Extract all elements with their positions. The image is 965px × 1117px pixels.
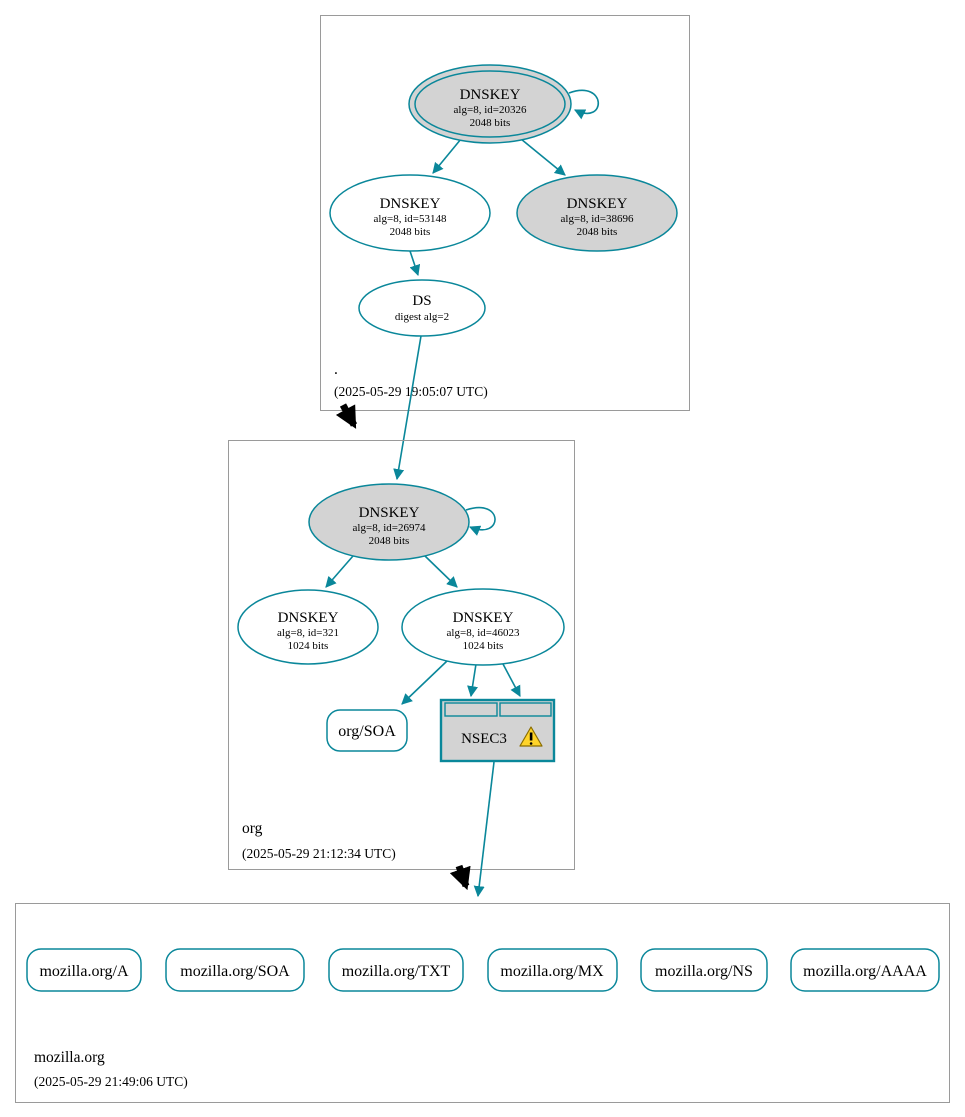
rrset-mozilla-ns: mozilla.org/NS — [640, 948, 768, 992]
rrset-mozilla-a-shape — [26, 948, 142, 992]
node-org-dnskey-46023-shape — [401, 588, 565, 666]
zone-mozilla-label: mozilla.org — [34, 1049, 105, 1066]
zone-org-border — [228, 440, 575, 870]
zone-root: DNSKEY alg=8, id=20326 2048 bits DNSKEY … — [320, 15, 690, 411]
rrset-mozilla-aaaa-label: mozilla.org/AAAA — [803, 963, 927, 980]
edge-org-ksk-to-zsk1 — [325, 555, 354, 588]
node-root-ds-title: DS — [412, 293, 431, 309]
rrset-mozilla-soa-label: mozilla.org/SOA — [180, 963, 290, 980]
rrset-mozilla-a: mozilla.org/A — [26, 948, 142, 992]
edge-delegation-org-to-mozilla — [449, 864, 471, 891]
edge-root-ksk-selfloop — [568, 89, 600, 120]
edge-delegation-root-to-org — [335, 403, 358, 429]
node-root-dnskey-38696-title: DNSKEY — [567, 196, 628, 212]
edge-org-ksk-to-zsk2 — [424, 555, 458, 588]
rrset-mozilla-mx: mozilla.org/MX — [487, 948, 618, 992]
node-root-dnskey-53148-detail1: alg=8, id=53148 — [374, 213, 447, 225]
node-org-nsec3-cell1 — [444, 702, 498, 717]
edge-org-ksk-selfloop — [465, 506, 496, 536]
node-org-dnskey-46023: DNSKEY alg=8, id=46023 1024 bits — [401, 588, 565, 666]
warning-exclamation-dot — [529, 742, 533, 745]
edge-org-zsk2-to-nsec3-cell2 — [502, 663, 521, 697]
node-root-ds: DS digest alg=2 — [358, 279, 486, 337]
node-root-dnskey-20326-detail2: 2048 bits — [470, 117, 511, 129]
rrset-mozilla-soa: mozilla.org/SOA — [165, 948, 305, 992]
node-org-dnskey-26974: DNSKEY alg=8, id=26974 2048 bits — [308, 483, 470, 561]
edge-org-zsk2-to-soa — [401, 660, 448, 705]
node-org-dnskey-321-detail2: 1024 bits — [288, 640, 329, 652]
node-root-dnskey-38696-shape — [516, 174, 678, 252]
node-root-dnskey-20326-outer-shape — [408, 64, 572, 144]
zone-org-timestamp: (2025-05-29 21:12:34 UTC) — [242, 846, 396, 861]
zone-mozilla-timestamp: (2025-05-29 21:49:06 UTC) — [34, 1074, 188, 1089]
node-root-dnskey-20326-detail1: alg=8, id=20326 — [454, 104, 527, 116]
rrset-mozilla-a-label: mozilla.org/A — [39, 963, 128, 980]
zone-root-timestamp: (2025-05-29 19:05:07 UTC) — [334, 384, 488, 399]
node-root-dnskey-20326-title: DNSKEY — [460, 87, 521, 103]
rrset-mozilla-ns-shape — [640, 948, 768, 992]
node-org-nsec3: NSEC3 — [439, 698, 556, 763]
node-root-dnskey-38696-detail2: 2048 bits — [577, 226, 618, 238]
rrset-mozilla-soa-shape — [165, 948, 305, 992]
zone-mozilla-border — [15, 903, 950, 1103]
node-org-dnskey-26974-detail1: alg=8, id=26974 — [353, 522, 426, 534]
rrset-mozilla-aaaa: mozilla.org/AAAA — [790, 948, 940, 992]
zone-org-label: org — [242, 820, 263, 837]
rrset-mozilla-ns-label: mozilla.org/NS — [655, 963, 753, 980]
node-org-soa-label: org/SOA — [338, 723, 396, 740]
node-org-dnskey-321-shape — [237, 589, 379, 665]
node-root-dnskey-53148: DNSKEY alg=8, id=53148 2048 bits — [329, 174, 491, 252]
node-org-soa-shape — [326, 709, 408, 752]
zone-root-label: . — [334, 361, 338, 378]
node-org-dnskey-26974-shape — [308, 483, 470, 561]
node-org-dnskey-46023-detail2: 1024 bits — [463, 640, 504, 652]
rrset-mozilla-aaaa-shape — [790, 948, 940, 992]
rrset-mozilla-mx-shape — [487, 948, 618, 992]
node-root-dnskey-53148-shape — [329, 174, 491, 252]
node-org-dnskey-321-title: DNSKEY — [278, 610, 339, 626]
rrset-mozilla-mx-label: mozilla.org/MX — [500, 963, 604, 980]
node-root-ds-detail1: digest alg=2 — [395, 311, 449, 323]
node-org-soa: org/SOA — [326, 709, 408, 752]
edge-org-nsec3-to-mozilla — [473, 761, 495, 898]
warning-icon — [519, 726, 543, 747]
node-org-dnskey-321-detail1: alg=8, id=321 — [277, 627, 339, 639]
node-org-dnskey-26974-detail2: 2048 bits — [369, 535, 410, 547]
node-org-dnskey-46023-detail1: alg=8, id=46023 — [447, 627, 520, 639]
node-root-dnskey-53148-detail2: 2048 bits — [390, 226, 431, 238]
edge-root-ksk-to-standby — [520, 138, 566, 176]
rrset-mozilla-txt-shape — [328, 948, 464, 992]
node-root-dnskey-38696-detail1: alg=8, id=38696 — [561, 213, 634, 225]
node-root-dnskey-38696: DNSKEY alg=8, id=38696 2048 bits — [516, 174, 678, 252]
node-root-dnskey-20326-inner-shape — [414, 70, 566, 138]
node-org-dnskey-26974-title: DNSKEY — [359, 505, 420, 521]
edge-root-zsk-to-ds — [409, 250, 421, 277]
edge-org-zsk2-to-nsec3-cell1 — [467, 663, 478, 698]
node-org-nsec3-label: NSEC3 — [461, 731, 507, 747]
rrset-mozilla-txt: mozilla.org/TXT — [328, 948, 464, 992]
zone-root-border — [320, 15, 690, 411]
edge-root-ksk-to-zsk — [432, 138, 462, 174]
node-root-dnskey-53148-title: DNSKEY — [380, 196, 441, 212]
rrset-mozilla-txt-label: mozilla.org/TXT — [342, 963, 451, 980]
zone-org: DNSKEY alg=8, id=26974 2048 bits DNSKEY … — [228, 440, 575, 870]
warning-exclamation-bar — [529, 732, 533, 741]
node-org-dnskey-321: DNSKEY alg=8, id=321 1024 bits — [237, 589, 379, 665]
node-root-ds-shape — [358, 279, 486, 337]
edge-root-ds-to-org-ksk — [393, 335, 422, 481]
node-org-dnskey-46023-title: DNSKEY — [453, 610, 514, 626]
zone-mozilla: mozilla.org/A mozilla.org/SOA mozilla.or… — [15, 903, 950, 1103]
node-root-dnskey-20326: DNSKEY alg=8, id=20326 2048 bits — [408, 64, 572, 144]
node-org-nsec3-cell2 — [499, 702, 552, 717]
